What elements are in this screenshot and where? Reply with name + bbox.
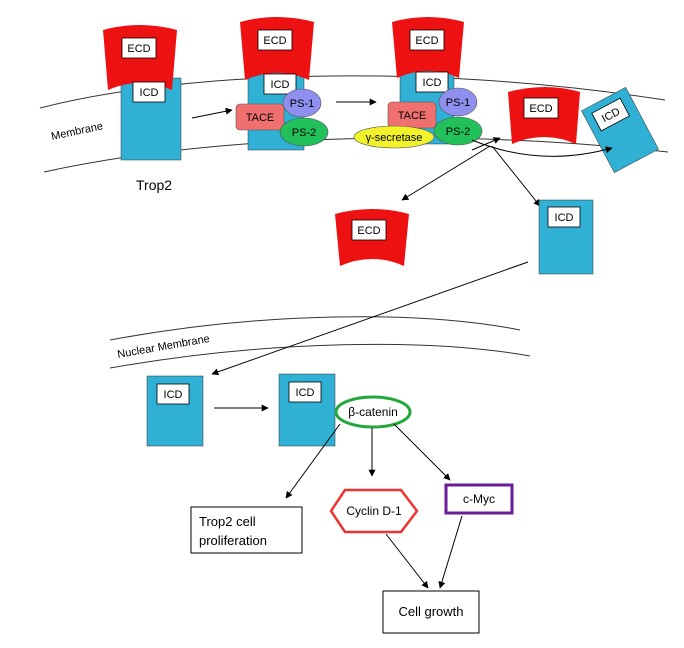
arrow-to-free-ecd <box>401 145 491 201</box>
nuclear-membrane-lower-line <box>109 343 531 369</box>
proliferation-label-line2: proliferation <box>199 533 267 548</box>
stage3-icd-label-box <box>415 71 449 93</box>
free-ecd-fragment: ECD <box>335 209 409 266</box>
released-ecd-label-box <box>523 97 559 119</box>
ps1-label-1: PS-1 <box>290 98 314 110</box>
trop2-icd-label-box <box>132 81 166 103</box>
ps2-label-2: PS-2 <box>446 126 470 138</box>
trop2-secretase-stage: ECD ICD TACE PS-1 PS-2 γ-secretase <box>353 17 483 149</box>
nuclear-icd-2-label-box <box>288 381 322 403</box>
cyclin-d1-node <box>329 488 419 534</box>
free-ecd-label: ECD <box>357 225 380 237</box>
cell-growth-label: Cell growth <box>398 604 463 619</box>
membrane-lower-line <box>43 137 669 173</box>
stage3-ecd-label-box <box>409 29 445 51</box>
nuclear-membrane-label: Nuclear Membrane <box>116 333 210 361</box>
stage2-icd-label: ICD <box>271 79 290 91</box>
tace-label-1: TACE <box>246 112 275 124</box>
ps1-enzyme-1 <box>282 88 322 118</box>
nuclear-icd-2: ICD <box>278 373 336 447</box>
membrane-label: Membrane <box>50 120 104 143</box>
free-icd-label: ICD <box>555 212 574 224</box>
beta-catenin-node <box>334 395 412 429</box>
trop2-tace-stage: ECD ICD TACE PS-1 PS-2 <box>235 17 329 151</box>
ps2-enzyme-2 <box>433 116 483 146</box>
trop2-ecd-label-box <box>121 37 157 59</box>
nuclear-icd-1: ICD <box>146 375 204 447</box>
c-myc-node <box>444 483 514 515</box>
membrane-upper-line <box>39 75 666 109</box>
beta-catenin-label: β-catenin <box>348 405 398 419</box>
ps1-enzyme-2 <box>438 87 478 117</box>
arrow-to-proliferation <box>285 423 341 499</box>
released-icd-label-box <box>591 97 631 132</box>
free-icd-label-box <box>547 206 581 228</box>
nuclear-icd-1-label-box <box>156 383 190 405</box>
arrow-release-ecd <box>471 137 501 151</box>
arrow-cyclin-to-growth <box>385 533 429 589</box>
c-myc-label: c-Myc <box>463 492 495 506</box>
ps2-label-1: PS-2 <box>292 127 316 139</box>
stage2-icd-label-box <box>263 73 297 95</box>
stage2-ecd-label: ECD <box>263 35 286 47</box>
arrow-to-free-icd <box>491 145 541 207</box>
stage3-icd-label: ICD <box>423 77 442 89</box>
arrow-to-cmyc <box>393 423 451 481</box>
arrow-release-icd <box>471 139 613 157</box>
cell-growth-box <box>382 590 480 634</box>
trop2-icd-label: ICD <box>140 87 159 99</box>
stage3-ecd-label: ECD <box>415 35 438 47</box>
tace-enzyme-1 <box>235 103 285 131</box>
arrow-icd-to-nucleus <box>211 261 529 376</box>
gamma-secretase-label: γ-secretase <box>366 132 423 144</box>
ps2-enzyme-1 <box>279 117 329 147</box>
arrow-to-tace-stage <box>191 107 233 119</box>
free-ecd-label-box <box>351 219 387 241</box>
nuclear-membrane-upper-line <box>109 316 521 341</box>
stage2-ecd-label-box <box>257 29 293 51</box>
released-icd-at-membrane: ICD <box>581 87 659 173</box>
ps1-label-2: PS-1 <box>446 97 470 109</box>
cyclin-d1-label: Cyclin D-1 <box>346 504 402 518</box>
trop2-label: Trop2 <box>136 177 172 193</box>
proliferation-label-line1: Trop2 cell <box>199 514 256 529</box>
nuclear-icd-2-label: ICD <box>296 387 315 399</box>
trop2-ecd-label: ECD <box>127 43 150 55</box>
trop2-intact: ECD ICD <box>103 25 182 161</box>
proliferation-box <box>190 506 303 554</box>
released-ecd-at-membrane: ECD <box>508 87 580 144</box>
tace-label-2: TACE <box>398 110 427 122</box>
gamma-secretase-enzyme <box>353 125 435 149</box>
arrow-cmyc-to-growth <box>438 515 463 589</box>
released-ecd-label: ECD <box>529 103 552 115</box>
nuclear-icd-1-label: ICD <box>164 389 183 401</box>
free-icd-fragment: ICD <box>538 199 594 275</box>
